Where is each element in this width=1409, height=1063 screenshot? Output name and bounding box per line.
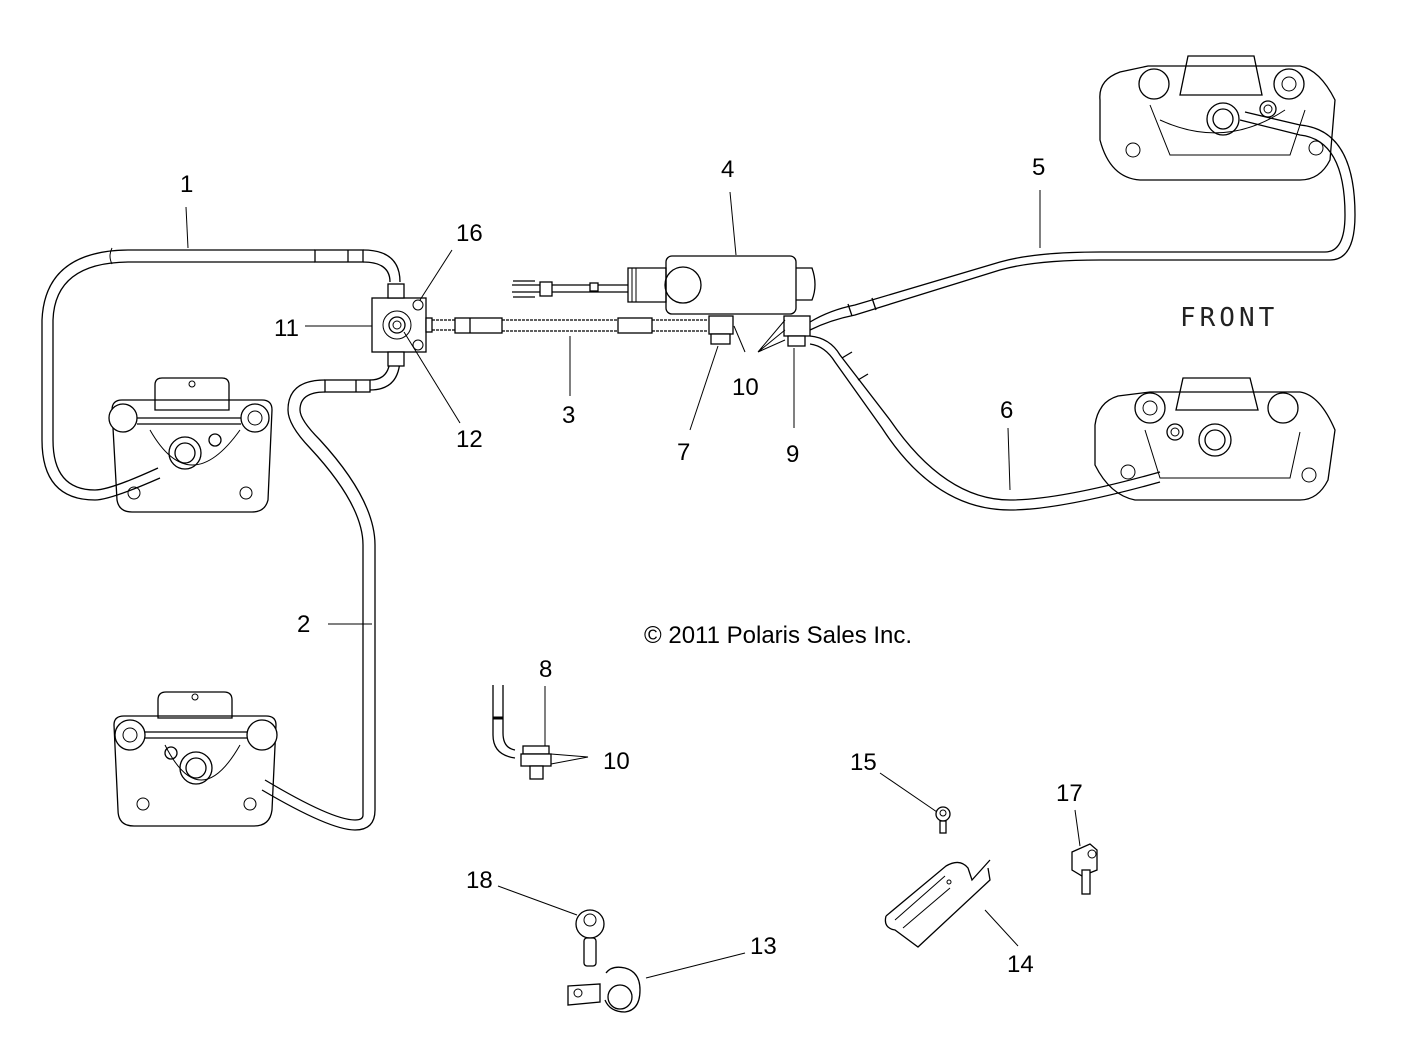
brake-line-2[interactable]	[261, 356, 401, 831]
bolt-18[interactable]	[575, 909, 605, 967]
clip-fastener-17[interactable]	[1071, 843, 1098, 895]
master-cylinder[interactable]	[512, 255, 816, 315]
callout-9: 9	[786, 441, 799, 468]
distribution-block[interactable]	[371, 283, 433, 367]
screw-15[interactable]	[935, 806, 951, 834]
callout-8: 8	[539, 656, 552, 683]
caliper-rear-right[interactable]	[113, 691, 278, 827]
leader-lines	[185, 190, 1081, 979]
brake-line-6[interactable]	[809, 335, 1161, 511]
callout-7: 7	[677, 439, 690, 466]
callout-4: 4	[721, 156, 734, 183]
callout-10: 10	[732, 374, 759, 401]
brake-line-1[interactable]	[41, 247, 401, 501]
callout-5: 5	[1032, 154, 1045, 181]
callout-11: 11	[274, 315, 299, 342]
callout-3: 3	[562, 402, 575, 429]
banjo-bolt-8-detail[interactable]	[492, 685, 589, 780]
callout-12: 12	[456, 426, 483, 453]
caliper-front-left[interactable]	[1099, 55, 1336, 181]
caliper-rear-left[interactable]	[108, 377, 273, 513]
callout-18: 18	[466, 867, 493, 894]
callout-2: 2	[297, 611, 310, 638]
front-direction-label: FRONT	[1180, 303, 1278, 333]
brake-line-3[interactable]	[432, 317, 708, 334]
callout-10-detail: 10	[603, 748, 630, 775]
clip-14[interactable]	[884, 859, 991, 948]
callout-14: 14	[1007, 951, 1034, 978]
callout-6: 6	[1000, 397, 1013, 424]
callout-16: 16	[456, 220, 483, 247]
brake-line-5[interactable]	[809, 111, 1356, 331]
banjo-bolt-7[interactable]	[708, 315, 734, 345]
callout-1: 1	[180, 171, 193, 198]
clamp-13[interactable]	[567, 966, 641, 1013]
callout-15: 15	[850, 749, 877, 776]
washer-10-group[interactable]	[733, 319, 786, 353]
callout-17: 17	[1056, 780, 1083, 807]
banjo-bolt-9[interactable]	[783, 315, 811, 347]
caliper-front-right[interactable]	[1094, 377, 1336, 501]
copyright-notice: © 2011 Polaris Sales Inc.	[644, 622, 912, 649]
callout-13: 13	[750, 933, 777, 960]
